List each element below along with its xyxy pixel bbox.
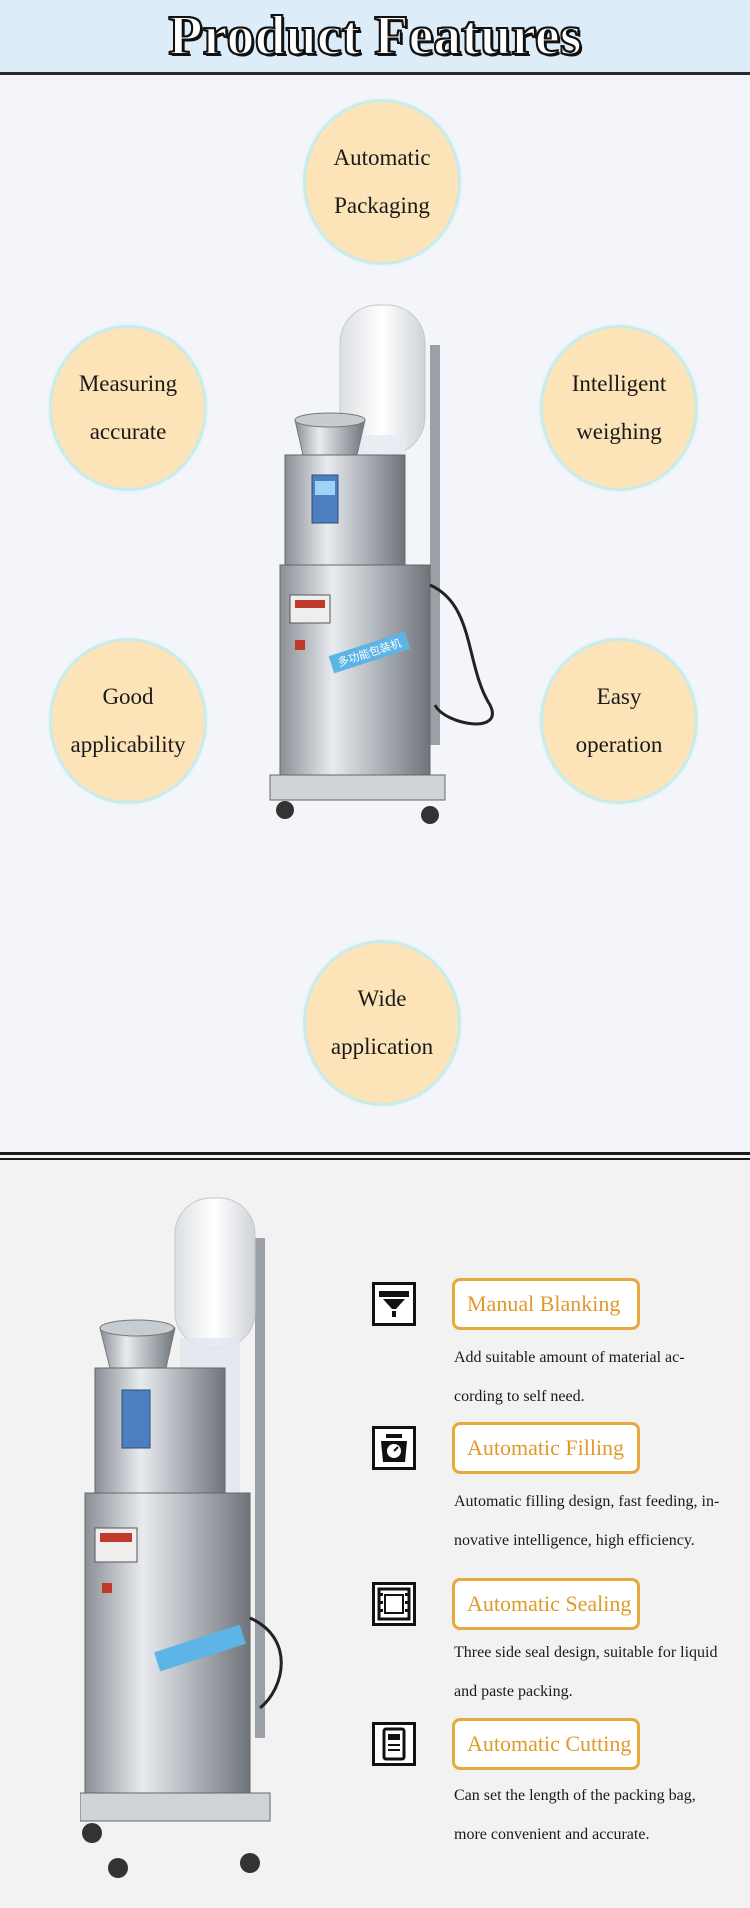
page-title: Product Features xyxy=(167,4,582,68)
hopper-icon xyxy=(372,1282,416,1326)
scale-icon xyxy=(372,1426,416,1470)
manual-blanking-description: Add suitable amount of material ac- cord… xyxy=(454,1338,744,1416)
description-line: more convenient and accurate. xyxy=(454,1826,650,1843)
automatic-sealing-button[interactable]: Automatic Sealing xyxy=(452,1578,640,1630)
feature-circle-wide-application: Wide application xyxy=(303,940,461,1106)
cutter-icon xyxy=(372,1722,416,1766)
automatic-sealing-description: Three side seal design, suitable for liq… xyxy=(454,1633,744,1711)
circle-label: Wide xyxy=(357,986,407,1011)
section-divider xyxy=(0,1152,750,1155)
description-line: Automatic filling design, fast feeding, … xyxy=(454,1493,720,1510)
circle-label: weighing xyxy=(576,419,662,444)
automatic-filling-description: Automatic filling design, fast feeding, … xyxy=(454,1482,744,1560)
description-line: and paste packing. xyxy=(454,1683,573,1700)
description-line: Can set the length of the packing bag, xyxy=(454,1787,696,1804)
packaging-machine-image: 多功能包装机 xyxy=(269,304,494,824)
circle-label: accurate xyxy=(89,419,167,444)
circle-label: Measuring xyxy=(78,371,178,396)
manual-blanking-button[interactable]: Manual Blanking xyxy=(452,1278,640,1330)
feature-circle-good-applicability: Good applicability xyxy=(49,638,207,804)
circle-label: Good xyxy=(102,684,154,709)
description-line: cording to self need. xyxy=(454,1388,585,1405)
feature-circle-easy-operation: Easy operation xyxy=(540,638,698,804)
film-icon xyxy=(372,1582,416,1626)
packaging-machine-image xyxy=(80,1197,283,1878)
automatic-cutting-button[interactable]: Automatic Cutting xyxy=(452,1718,640,1770)
automatic-filling-button[interactable]: Automatic Filling xyxy=(452,1422,640,1474)
description-line: Add suitable amount of material ac- xyxy=(454,1349,685,1366)
feature-circle-intelligent-weighing: Intelligent weighing xyxy=(540,325,698,491)
circle-label: operation xyxy=(575,732,663,757)
automatic-cutting-description: Can set the length of the packing bag, m… xyxy=(454,1776,744,1854)
circle-label: Automatic xyxy=(333,145,431,170)
feature-circle-measuring-accurate: Measuring accurate xyxy=(49,325,207,491)
page-header: Product Features xyxy=(0,0,750,75)
description-line: Three side seal design, suitable for liq… xyxy=(454,1644,718,1661)
circle-label: application xyxy=(330,1034,434,1059)
circle-label: Intelligent xyxy=(571,371,667,396)
description-line: novative intelligence, high efficiency. xyxy=(454,1532,695,1549)
circle-label: Easy xyxy=(596,684,642,709)
circle-label: applicability xyxy=(70,732,186,757)
circle-label: Packaging xyxy=(334,193,430,218)
section-divider xyxy=(0,1158,750,1160)
features-detail: Manual Blanking Add suitable amount of m… xyxy=(0,1160,750,1908)
